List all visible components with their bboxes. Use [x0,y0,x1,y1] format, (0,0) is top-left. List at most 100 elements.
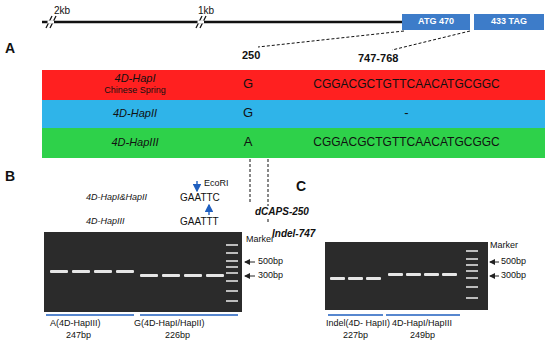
illustration-part [250,159,251,204]
illustration-part [184,274,202,277]
illustration-part [206,274,224,277]
illustration-part [226,280,238,282]
illustration-part [490,262,499,263]
size-label: 227bp [343,330,368,340]
size-label: 300bp [258,270,283,280]
illustration-part [442,273,457,276]
illustration-part [162,274,180,277]
size-label: 300bp [501,270,526,280]
illustration-part [226,266,238,268]
node-text: 4D-HapIII [42,136,228,149]
illustration-part [388,273,403,276]
illustration-part [466,250,478,252]
gel-c [325,242,499,315]
illustration-part [392,31,470,50]
illustration-part [226,272,238,274]
panel-letter: C [296,178,306,194]
illustration-part [140,314,238,316]
ladder-label: Marker [246,234,274,244]
node-text: Chinese Spring [42,85,228,95]
lane-label: Indel(4D- HapII) [326,318,390,328]
illustration-part [330,273,457,280]
enzyme-label: EcoRI [204,178,229,188]
illustration-part [466,286,478,288]
node-text: G [228,77,268,92]
node-text: CGGACGCTGTTCAACATGCGGC [268,78,545,92]
illustration-part [196,181,197,191]
illustration-part [328,314,383,316]
illustration-part [48,21,55,24]
scale-label: 2kb [54,5,70,17]
illustration-part [140,274,158,277]
node-text: ATG 470 [402,16,470,26]
marker-name: Indel-747 [272,228,315,240]
illustration-part [466,270,478,272]
illustration-part [406,273,421,276]
position-label: 250 [242,49,260,62]
illustration-part [208,205,209,215]
lane-label: 4D-HapI/HapIII [392,318,452,328]
illustration-part [245,276,255,277]
node-text: 4D-HapII [42,107,228,120]
illustration-part [198,21,205,24]
illustration-part [466,277,478,279]
panel-letter: B [5,168,15,184]
illustration-part [466,258,478,260]
node-text: A [228,135,268,150]
haplotype-row: 4D-HapIIIACGGACGCTGTTCAACATGCGGC [42,128,545,158]
size-label: 500bp [501,256,526,266]
size-label: 249bp [410,330,435,340]
lane-label: G(4D-HapI/HapII) [134,318,205,328]
ladder-label: Marker [490,240,518,250]
sequence-label: GAATTC [180,192,220,204]
exon-box: ATG 470 [402,14,470,30]
sequence-label: GAATTT [180,216,219,228]
illustration-part [226,244,238,246]
illustration-part [490,276,499,277]
illustration-part [42,21,402,24]
illustration-part [46,314,134,316]
haplotype-label: 4D-HapIII [86,216,125,226]
illustration-part [116,270,134,273]
illustration-part [226,252,238,254]
haplotype-row: 4D-HapIChinese SpringGCGGACGCTGTTCAACATG… [42,70,545,100]
illustration-part [44,232,242,312]
illustration-part [366,277,381,280]
lane-label: A(4D-HapIII) [50,318,101,328]
gel-b [44,232,255,315]
node-text: - [268,106,545,121]
size-label: 226bp [165,330,190,340]
illustration-part [348,277,363,280]
marker-name: dCAPS-250 [254,206,310,218]
illustration-part [466,250,478,299]
haplotype-label: 4D-HapI&HapII [86,192,147,202]
illustration-part [226,244,238,302]
gene-structure [42,16,402,28]
illustration-part [466,297,478,299]
haplotype-row: 4D-HapIIG- [42,100,545,128]
illustration-part [330,277,345,280]
illustration-part [424,273,439,276]
position-label: 747-768 [358,52,398,65]
panel-letter: A [5,40,15,56]
node-text: CGGACGCTGTTCAACATGCGGC [268,136,545,150]
illustration-part [72,270,90,273]
illustration-part [226,290,238,292]
scale-label: 1kb [198,5,214,17]
node-text: 433 TAG [474,16,544,26]
exon-box: 433 TAG [474,14,544,30]
illustration-part [50,270,68,273]
illustration-part [226,260,238,262]
illustration-part [325,242,488,310]
node-text: 4D-HapI [42,72,228,85]
illustration-part [466,264,478,266]
illustration-part [94,270,112,273]
illustration-part [226,300,238,302]
illustration-part [245,262,255,263]
size-label: 247bp [66,330,91,340]
illustration-part [386,314,460,316]
illustration-part [50,270,224,277]
size-label: 500bp [258,256,283,266]
illustration-part [258,31,404,47]
